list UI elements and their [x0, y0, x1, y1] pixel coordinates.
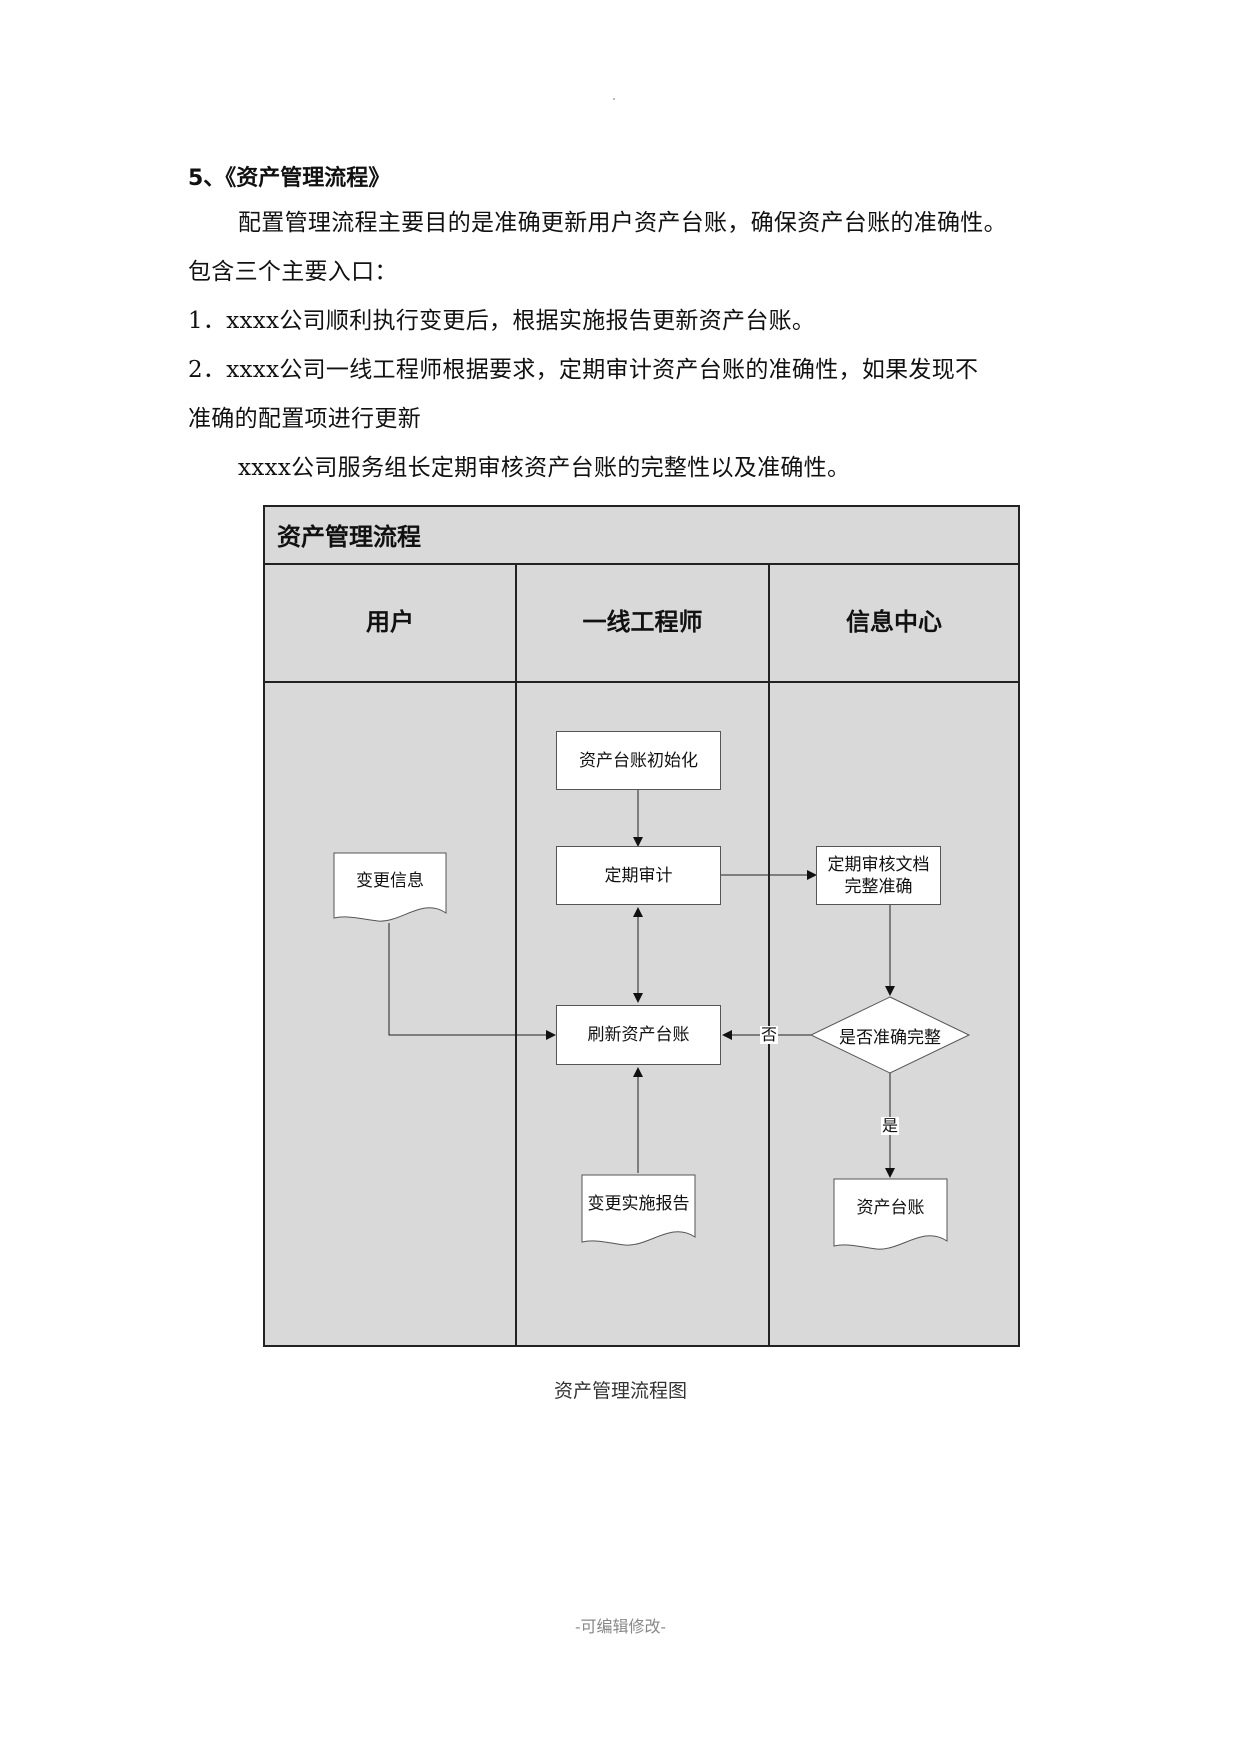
paragraph-entries: 包含三个主要入口：	[188, 259, 398, 285]
paragraph-entry-1: 1．xxxx公司顺利执行变更后，根据实施报告更新资产台账。	[188, 308, 816, 334]
paragraph-purpose: 配置管理流程主要目的是准确更新用户资产台账，确保资产台账的准确性。	[238, 210, 1007, 236]
header-dot	[613, 98, 615, 100]
lane-header-engineer: 一线工程师	[582, 608, 703, 636]
edge-label-no: 否	[760, 1025, 779, 1044]
node-refresh-label: 刷新资产台账	[587, 1025, 690, 1045]
paragraph-review: xxxx公司服务组长定期审核资产台账的完整性以及准确性。	[238, 455, 851, 481]
node-ledger-label: 资产台账	[856, 1197, 925, 1218]
flowchart: 资产管理流程 用户 一线工程师 信息中心 资产台账初始化 定期审计 定期审核文档…	[263, 505, 1020, 1347]
node-init-label: 资产台账初始化	[579, 750, 698, 771]
doc-shape-change-info	[333, 852, 447, 922]
node-init: 资产台账初始化	[556, 731, 721, 790]
flowchart-canvas	[263, 505, 1020, 1347]
node-decision-label: 是否准确完整	[839, 1027, 941, 1048]
node-change-info-label: 变更信息	[356, 870, 424, 891]
node-review: 定期审核文档完整准确	[816, 846, 941, 905]
paragraph-entry-2-cont: 准确的配置项进行更新	[188, 406, 421, 432]
node-audit-label: 定期审计	[604, 865, 673, 886]
doc-shape-change-report	[581, 1174, 696, 1246]
page-footer: -可编辑修改-	[575, 1617, 666, 1636]
figure-caption: 资产管理流程图	[553, 1380, 687, 1402]
edge-label-yes: 是	[881, 1116, 900, 1135]
paragraph-entry-2: 2．xxxx公司一线工程师根据要求，定期审计资产台账的准确性，如果发现不	[188, 357, 979, 383]
node-refresh: 刷新资产台账	[556, 1005, 721, 1065]
node-audit: 定期审计	[556, 846, 721, 905]
edge-change-info-to-refresh	[388, 923, 556, 1040]
lane-header-info-center: 信息中心	[846, 608, 942, 636]
lane-header-user: 用户	[366, 608, 414, 636]
doc-shape-ledger	[833, 1178, 948, 1250]
section-heading: 5、《资产管理流程》	[188, 166, 391, 191]
diagram-title: 资产管理流程	[277, 523, 421, 551]
node-change-report-label: 变更实施报告	[587, 1193, 690, 1214]
node-review-label: 定期审核文档完整准确	[827, 854, 930, 897]
